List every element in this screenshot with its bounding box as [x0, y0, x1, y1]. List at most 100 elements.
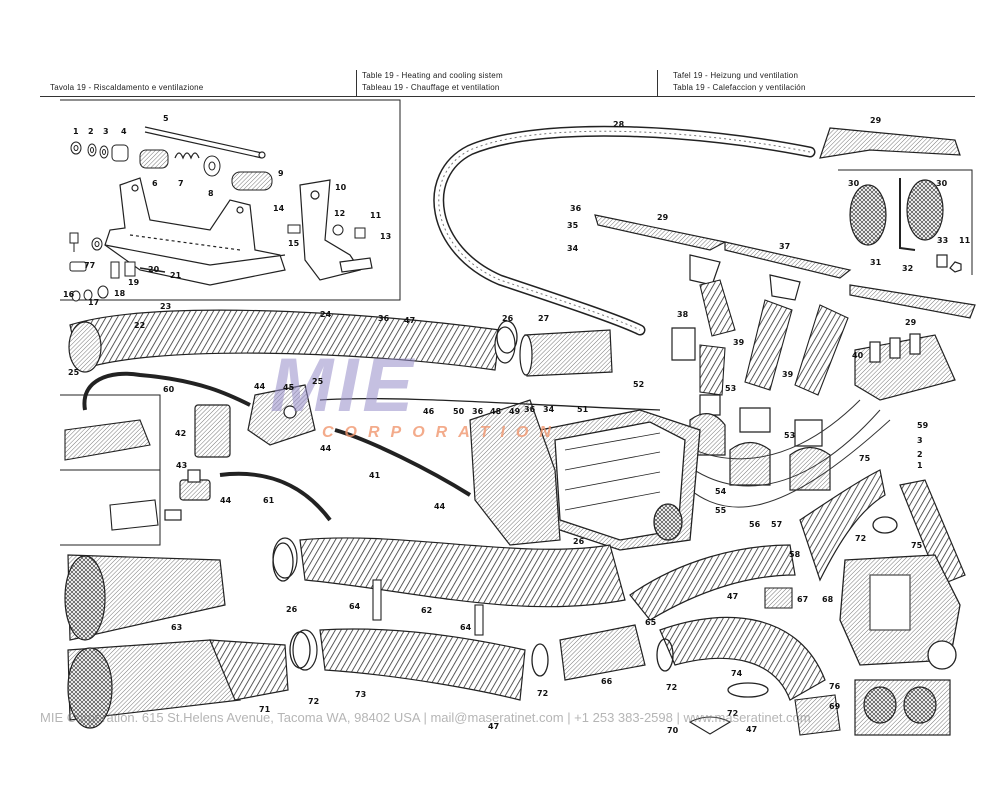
callout-37: 37: [779, 242, 791, 251]
callout-56: 56: [749, 520, 761, 529]
mount-plate-42: [194, 404, 231, 458]
callout-47-bottom: 47: [746, 725, 758, 734]
callout-51: 51: [577, 405, 589, 414]
callout-54: 54: [715, 487, 727, 496]
heater-box: [539, 409, 701, 551]
tap-detail: [64, 419, 159, 531]
washer-set: [70, 141, 273, 191]
callout-26-mid: 26: [573, 537, 585, 546]
callout-3-right: 3: [917, 436, 923, 445]
callout-34-top: 34: [567, 244, 579, 253]
control-valve: [247, 384, 316, 446]
callout-14: 14: [273, 204, 285, 213]
tube-27: [519, 329, 613, 377]
callout-27: 27: [538, 314, 550, 323]
callout-42: 42: [175, 429, 187, 438]
callout-65: 65: [645, 618, 657, 627]
callout-52: 52: [633, 380, 645, 389]
callout-34-low: 34: [543, 405, 555, 414]
callout-67: 67: [797, 595, 809, 604]
callout-70: 70: [667, 726, 679, 735]
hose-60: [82, 371, 251, 411]
callout-36-mid: 36: [378, 314, 390, 323]
callout-29-mid: 29: [657, 213, 669, 222]
callout-46: 46: [423, 407, 435, 416]
callout-44-a: 44: [254, 382, 266, 391]
callout-39-b: 39: [782, 370, 794, 379]
callout-4: 4: [121, 127, 127, 136]
callout-47-right: 47: [727, 592, 739, 601]
small-hardware: [69, 224, 366, 302]
valve-block: [854, 333, 956, 401]
pipe-66: [559, 624, 646, 681]
callout-21: 21: [170, 271, 182, 280]
callout-72-c: 72: [666, 683, 678, 692]
callout-1: 1: [73, 127, 79, 136]
flex-hose-62: [272, 537, 626, 608]
callout-17: 17: [88, 298, 100, 307]
callout-29-top: 29: [870, 116, 882, 125]
callout-71: 71: [259, 705, 271, 714]
callout-25-mid: 25: [312, 377, 324, 386]
callout-72-e: 72: [855, 534, 867, 543]
callout-72-a: 72: [308, 697, 320, 706]
callout-19: 19: [128, 278, 140, 287]
callout-72-b: 72: [537, 689, 549, 698]
callout-68: 68: [822, 595, 834, 604]
callout-44-c: 44: [220, 496, 232, 505]
callout-33: 33: [937, 236, 949, 245]
flex-hose-24: [68, 309, 516, 373]
callout-35: 35: [567, 221, 579, 230]
callout-49: 49: [509, 407, 521, 416]
flex-hoses-75: [799, 469, 966, 586]
header-divider-2: [657, 70, 658, 96]
header-right-title-2: Tabla 19 - Calefaccion y ventilación: [673, 83, 806, 92]
callout-50: 50: [453, 407, 465, 416]
callout-12: 12: [334, 209, 346, 218]
vent-duct-29: [819, 127, 961, 159]
callout-38: 38: [677, 310, 689, 319]
callout-60: 60: [163, 385, 175, 394]
callout-66: 66: [601, 677, 613, 686]
callout-26-low: 26: [286, 605, 298, 614]
callout-20: 20: [148, 265, 160, 274]
callout-75-a: 75: [859, 454, 871, 463]
callout-44-b: 44: [320, 444, 332, 453]
callout-25-left: 25: [68, 368, 80, 377]
control-cable-46: [319, 397, 661, 411]
callout-36-top: 36: [570, 204, 582, 213]
callout-72-d: 72: [727, 709, 739, 718]
distribution-manifold: [594, 214, 976, 319]
callout-39-a: 39: [733, 338, 745, 347]
header-right-title-1: Tafel 19 - Heizung und ventilation: [673, 71, 799, 80]
watermark-subtitle: CORPORATION: [322, 424, 562, 441]
header-center-title-1: Table 19 - Heating and cooling sistem: [362, 71, 503, 80]
callout-64-a: 64: [349, 602, 361, 611]
callout-30-left: 30: [848, 179, 860, 188]
small-brackets: [372, 579, 841, 736]
callout-77: 77: [84, 261, 96, 270]
callout-40: 40: [852, 351, 864, 360]
watermark-logo: MIE: [270, 343, 418, 428]
flex-hose-58: [629, 544, 796, 621]
callout-31: 31: [870, 258, 882, 267]
callout-24: 24: [320, 310, 332, 319]
callout-73: 73: [355, 690, 367, 699]
callout-62: 62: [421, 606, 433, 615]
hose-clamps: [272, 320, 898, 698]
inset-tap-frame: [60, 394, 161, 546]
heater-housing: [839, 554, 961, 670]
mounting-bracket: [104, 177, 286, 286]
dual-outlet: [854, 679, 951, 736]
callout-7: 7: [178, 179, 184, 188]
callout-6: 6: [152, 179, 158, 188]
header-divider-1: [356, 70, 357, 96]
callout-18: 18: [114, 289, 126, 298]
flex-hose-73: [292, 628, 526, 701]
callout-2: 2: [88, 127, 94, 136]
callout-22: 22: [134, 321, 146, 330]
header-left-title: Tavola 19 - Riscaldamento e ventilazione: [50, 83, 204, 92]
header-center-title-2: Tableau 19 - Chauffage et ventilation: [362, 83, 500, 92]
hose-41: [334, 428, 472, 497]
